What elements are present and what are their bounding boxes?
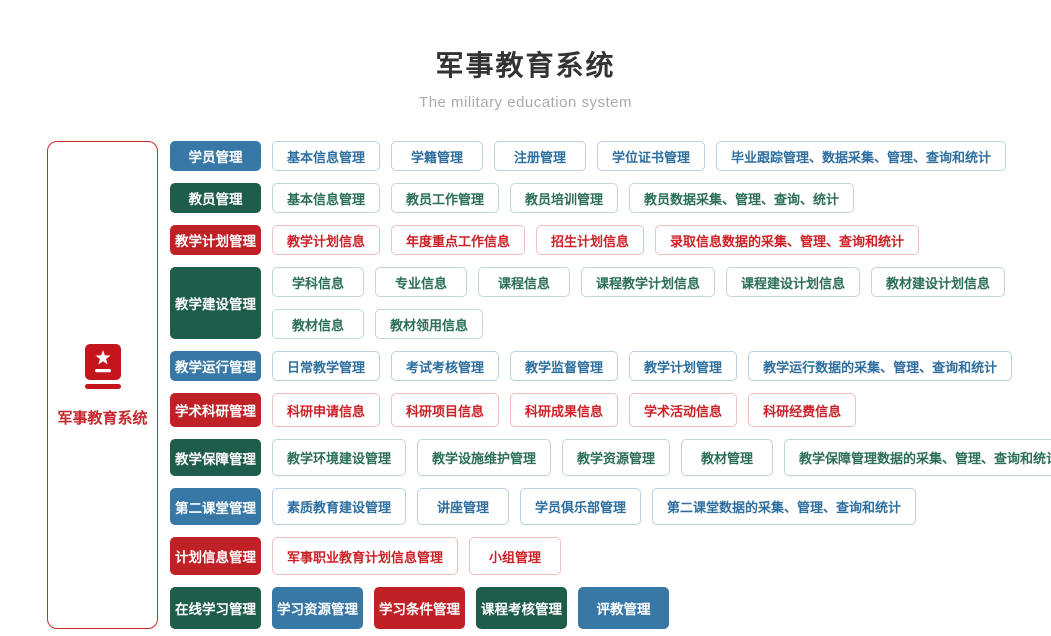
- category-button[interactable]: 教学建设管理: [170, 267, 261, 339]
- subitem-button[interactable]: 教学保障管理数据的采集、管理、查询和统计: [784, 439, 1051, 476]
- system-row: 教学建设管理学科信息专业信息课程信息课程教学计划信息课程建设计划信息教材建设计划…: [170, 267, 1051, 339]
- subitem-button[interactable]: 年度重点工作信息: [391, 225, 526, 255]
- root-node: 军事教育系统: [47, 141, 158, 629]
- subitem-button[interactable]: 教学设施维护管理: [417, 439, 552, 476]
- subitem-button[interactable]: 素质教育建设管理: [272, 488, 407, 525]
- subitem-button[interactable]: 课程建设计划信息: [726, 267, 861, 297]
- subitem-button[interactable]: 教材信息: [272, 309, 364, 339]
- category-button[interactable]: 在线学习管理: [170, 587, 261, 629]
- subitem-button[interactable]: 日常教学管理: [272, 351, 381, 381]
- category-button[interactable]: 教员管理: [170, 183, 261, 213]
- subitem-button[interactable]: 学位证书管理: [597, 141, 706, 171]
- subitem-button[interactable]: 基本信息管理: [272, 183, 381, 213]
- subitem-line: 学科信息专业信息课程信息课程教学计划信息课程建设计划信息教材建设计划信息: [272, 267, 1006, 297]
- subitem-button[interactable]: 招生计划信息: [536, 225, 645, 255]
- subitem-button[interactable]: 科研申请信息: [272, 393, 381, 427]
- subitem-button[interactable]: 毕业跟踪管理、数据采集、管理、查询和统计: [716, 141, 1007, 171]
- category-button[interactable]: 学术科研管理: [170, 393, 261, 427]
- subitem-button[interactable]: 学籍管理: [391, 141, 484, 171]
- category-button[interactable]: 第二课堂管理: [170, 488, 261, 525]
- system-row: 教学保障管理教学环境建设管理教学设施维护管理教学资源管理教材管理教学保障管理数据…: [170, 439, 1051, 476]
- subitem-button[interactable]: 科研经费信息: [748, 393, 857, 427]
- system-row: 学员管理基本信息管理学籍管理注册管理学位证书管理毕业跟踪管理、数据采集、管理、查…: [170, 141, 1051, 171]
- category-button[interactable]: 学员管理: [170, 141, 261, 171]
- subitem-button[interactable]: 第二课堂数据的采集、管理、查询和统计: [652, 488, 917, 525]
- category-button[interactable]: 教学运行管理: [170, 351, 261, 381]
- subitem-button[interactable]: 讲座管理: [417, 488, 510, 525]
- subitem-button[interactable]: 教材管理: [681, 439, 774, 476]
- page-title: 军事教育系统: [435, 50, 616, 81]
- subitem-button[interactable]: 小组管理: [469, 537, 562, 575]
- root-node-label: 军事教育系统: [57, 410, 148, 427]
- system-row: 第二课堂管理素质教育建设管理讲座管理学员俱乐部管理第二课堂数据的采集、管理、查询…: [170, 488, 1051, 525]
- subitem-lines: 学科信息专业信息课程信息课程教学计划信息课程建设计划信息教材建设计划信息教材信息…: [272, 267, 1006, 339]
- category-button[interactable]: 计划信息管理: [170, 537, 261, 575]
- subitem-button[interactable]: 教学资源管理: [562, 439, 671, 476]
- diagram: 军事教育系统 学员管理基本信息管理学籍管理注册管理学位证书管理毕业跟踪管理、数据…: [47, 141, 1051, 629]
- subitem-button[interactable]: 科研成果信息: [510, 393, 619, 427]
- subitem-button[interactable]: 教学监督管理: [510, 351, 619, 381]
- system-row: 学术科研管理科研申请信息科研项目信息科研成果信息学术活动信息科研经费信息: [170, 393, 1051, 427]
- subitem-button-filled[interactable]: 课程考核管理: [476, 587, 567, 629]
- subitem-button[interactable]: 教员数据采集、管理、查询、统计: [629, 183, 855, 213]
- subitem-button-filled[interactable]: 学习资源管理: [272, 587, 363, 629]
- subitem-button[interactable]: 教员培训管理: [510, 183, 619, 213]
- category-button[interactable]: 教学保障管理: [170, 439, 261, 476]
- red-book-star-icon: [79, 342, 127, 395]
- subitem-button[interactable]: 教学环境建设管理: [272, 439, 407, 476]
- system-row: 在线学习管理学习资源管理学习条件管理课程考核管理评教管理: [170, 587, 1051, 629]
- page-header: 军事教育系统 The military education system: [0, 0, 1051, 111]
- subitem-button[interactable]: 学员俱乐部管理: [520, 488, 642, 525]
- subitem-button[interactable]: 学术活动信息: [629, 393, 738, 427]
- system-row: 教学运行管理日常教学管理考试考核管理教学监督管理教学计划管理教学运行数据的采集、…: [170, 351, 1051, 381]
- subitem-button[interactable]: 教学运行数据的采集、管理、查询和统计: [748, 351, 1013, 381]
- subitem-button[interactable]: 课程教学计划信息: [581, 267, 716, 297]
- subitem-button[interactable]: 教员工作管理: [391, 183, 500, 213]
- subitem-button[interactable]: 基本信息管理: [272, 141, 381, 171]
- page-subtitle: The military education system: [419, 94, 632, 111]
- system-row: 计划信息管理军事职业教育计划信息管理小组管理: [170, 537, 1051, 575]
- subitem-button[interactable]: 录取信息数据的采集、管理、查询和统计: [655, 225, 920, 255]
- subitem-button[interactable]: 课程信息: [478, 267, 570, 297]
- system-row: 教员管理基本信息管理教员工作管理教员培训管理教员数据采集、管理、查询、统计: [170, 183, 1051, 213]
- subitem-button[interactable]: 教材领用信息: [375, 309, 484, 339]
- system-row: 教学计划管理教学计划信息年度重点工作信息招生计划信息录取信息数据的采集、管理、查…: [170, 225, 1051, 255]
- subitem-button[interactable]: 科研项目信息: [391, 393, 500, 427]
- subitem-button[interactable]: 考试考核管理: [391, 351, 500, 381]
- module-rows: 学员管理基本信息管理学籍管理注册管理学位证书管理毕业跟踪管理、数据采集、管理、查…: [170, 141, 1051, 629]
- subitem-button-filled[interactable]: 评教管理: [578, 587, 669, 629]
- subitem-button-filled[interactable]: 学习条件管理: [374, 587, 465, 629]
- subitem-button[interactable]: 教材建设计划信息: [871, 267, 1006, 297]
- subitem-button[interactable]: 教学计划信息: [272, 225, 381, 255]
- subitem-button[interactable]: 注册管理: [494, 141, 587, 171]
- subitem-button[interactable]: 军事职业教育计划信息管理: [272, 537, 459, 575]
- subitem-line: 教材信息教材领用信息: [272, 309, 1005, 339]
- subitem-button[interactable]: 专业信息: [375, 267, 467, 297]
- category-button[interactable]: 教学计划管理: [170, 225, 261, 255]
- subitem-button[interactable]: 学科信息: [272, 267, 364, 297]
- subitem-button[interactable]: 教学计划管理: [629, 351, 738, 381]
